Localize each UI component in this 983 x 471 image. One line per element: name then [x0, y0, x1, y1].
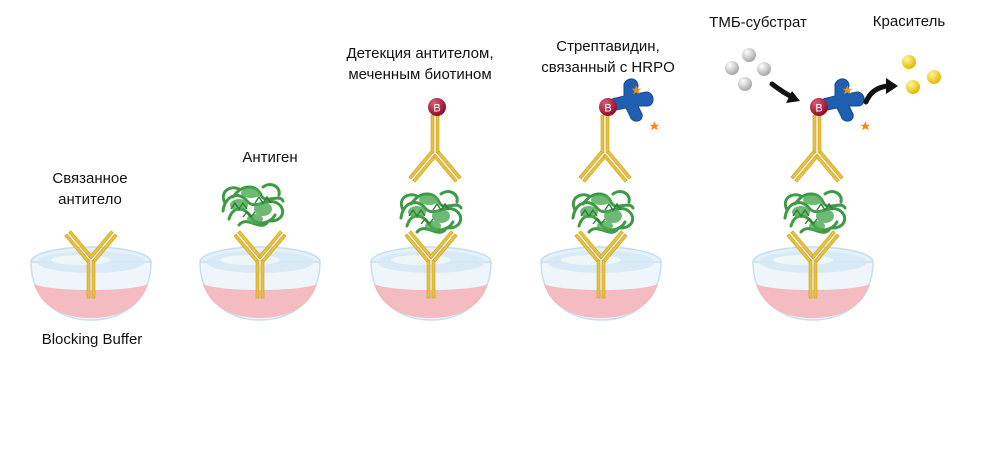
antigen-2 — [221, 183, 285, 227]
antigen-4 — [571, 190, 635, 234]
antigen-5 — [783, 190, 847, 234]
label-streptavidin: Стрептавидин, связанный с HRPO — [541, 38, 675, 76]
streptavidin-hrp-5 — [820, 78, 871, 131]
label-antigen: Антиген — [242, 149, 298, 166]
label-substrate: ТМБ-субстрат — [709, 14, 807, 31]
biotin-4 — [599, 98, 617, 116]
arrow-dye-icon — [863, 83, 891, 105]
panel-antigen — [199, 183, 321, 321]
panel-detection-antibody: B — [370, 98, 492, 321]
biotin-3 — [428, 98, 446, 116]
substrate-balls — [725, 48, 771, 91]
detection-antibody-5 — [791, 115, 843, 182]
biotin-5 — [810, 98, 828, 116]
label-bound-antibody: Связанное антитело — [52, 170, 128, 208]
label-blocking-buffer: Blocking Buffer — [41, 331, 143, 348]
label-detection-antibody: Детекция антителом, меченным биотином — [346, 45, 494, 83]
antigen-3 — [399, 190, 463, 234]
panel-streptavidin: B — [540, 78, 662, 321]
biotin-letter-5: B — [815, 103, 822, 115]
detection-antibody-4 — [579, 115, 631, 182]
label-dye: Краситель — [872, 13, 946, 30]
arrow-substrate-icon — [769, 81, 795, 100]
streptavidin-hrp-4 — [609, 78, 660, 131]
detection-antibody-3 — [409, 115, 461, 182]
panel-substrate-dye: B — [725, 48, 941, 321]
biotin-letter-4: B — [604, 103, 611, 115]
panel-bound-antibody — [30, 230, 152, 321]
biotin-letter-3: B — [433, 103, 440, 115]
dye-balls — [902, 55, 941, 94]
